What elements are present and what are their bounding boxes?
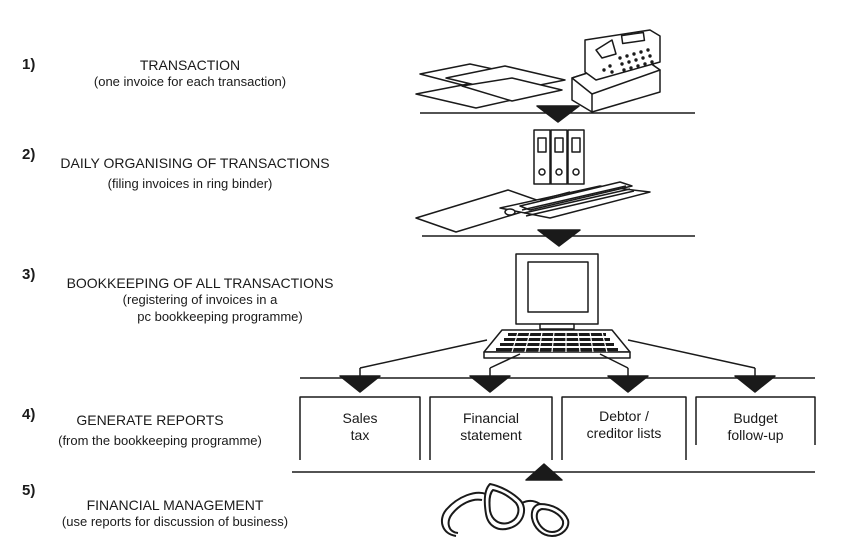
invoices-icon [415, 63, 566, 109]
step-3-number: 3) [22, 266, 36, 283]
cash-register-icon [571, 29, 661, 113]
arrow-down-icon [734, 375, 776, 393]
arrow-down-icon [339, 375, 381, 393]
report-box [695, 396, 816, 445]
step-5-title: FINANCIAL MANAGEMENT [86, 497, 264, 513]
arrow-down-icon [537, 229, 581, 247]
report-label-line2: creditor lists [586, 425, 662, 441]
report-budget-follow-up: Budget follow-up [696, 410, 815, 444]
report-debtor-creditor-lists: Debtor / creditor lists [562, 408, 686, 442]
step-2-number: 2) [22, 146, 36, 163]
report-label-line2: statement [460, 427, 522, 443]
glasses-icon [440, 483, 570, 537]
step-3-subtitle-line2: pc bookkeeping programme) [137, 309, 303, 324]
step-3-subtitle-line1: (registering of invoices in a [122, 292, 278, 307]
step-1-subtitle: (one invoice for each transaction) [93, 74, 287, 89]
step-4-title: GENERATE REPORTS [76, 412, 224, 428]
report-box [561, 396, 687, 460]
report-label-line1: Debtor / [599, 408, 649, 424]
report-label-line2: tax [350, 427, 370, 443]
report-financial-statement: Financial statement [430, 410, 552, 444]
report-label-line1: Sales [342, 410, 378, 426]
arrow-up-icon [525, 463, 563, 481]
step-5-number: 5) [22, 482, 36, 499]
step-2-title: DAILY ORGANISING OF TRANSACTIONS [60, 155, 330, 171]
step-4-number: 4) [22, 406, 36, 423]
step-1-title: TRANSACTION [139, 57, 241, 73]
report-label-line1: Budget [733, 410, 778, 426]
ring-binders-icon [533, 129, 585, 185]
arrow-down-icon [607, 375, 649, 393]
report-label-line2: follow-up [727, 427, 784, 443]
open-folder-icon [415, 181, 651, 233]
report-box [299, 396, 421, 460]
step-3-title: BOOKKEEPING OF ALL TRANSACTIONS [66, 275, 334, 291]
arrow-down-icon [469, 375, 511, 393]
step-2-subtitle: (filing invoices in ring binder) [107, 176, 273, 191]
step-4-subtitle: (from the bookkeeping programme) [58, 433, 262, 448]
computer-icon [483, 253, 631, 359]
step-1-number: 1) [22, 56, 36, 73]
report-label-line1: Financial [462, 410, 520, 426]
arrow-down-icon [536, 105, 580, 123]
report-box [429, 396, 553, 460]
step-5-subtitle: (use reports for discussion of business) [61, 514, 289, 529]
report-sales-tax: Sales tax [300, 410, 420, 444]
